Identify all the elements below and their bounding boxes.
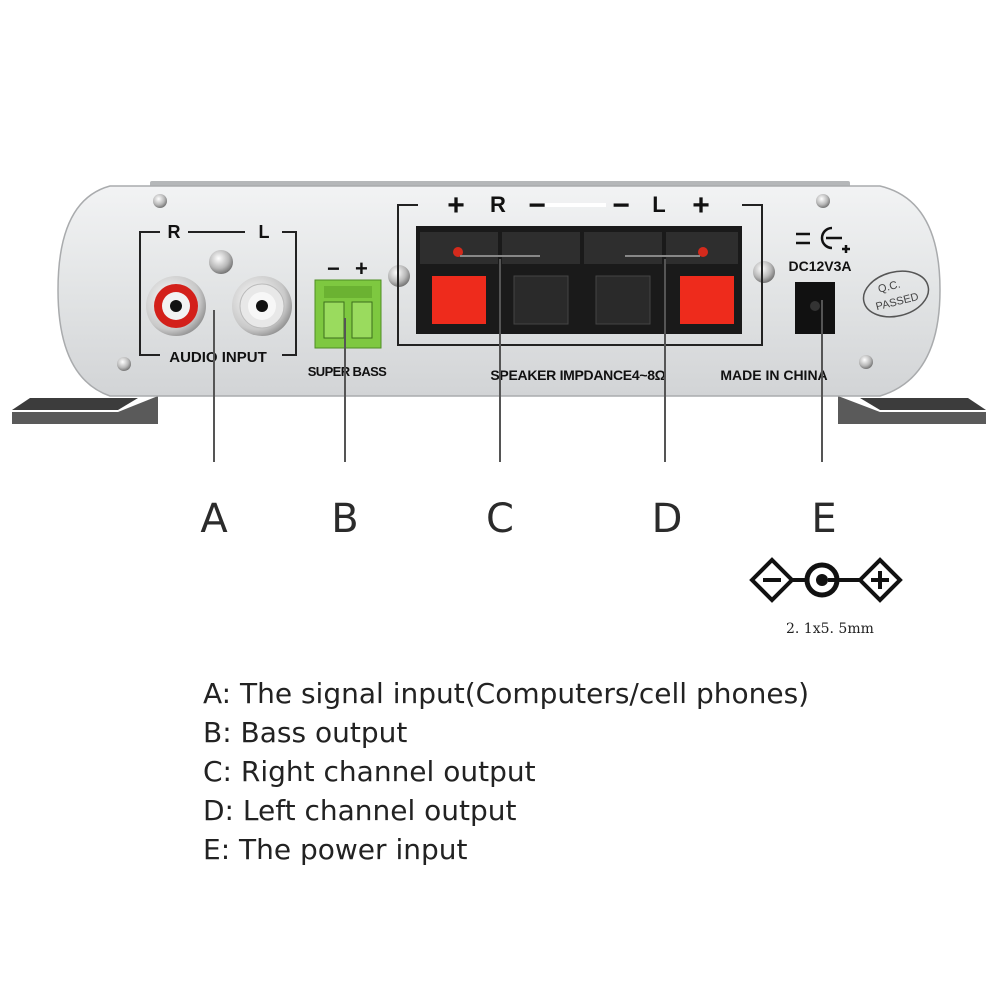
speaker-bracket: [397, 204, 763, 346]
callout-e: E: [811, 496, 837, 542]
speaker-terminal-block: [416, 226, 742, 334]
legend: A: The signal input(Computers/cell phone…: [203, 674, 809, 869]
legend-item-b: B: Bass output: [203, 716, 408, 749]
left-mounting-foot: [12, 396, 158, 424]
audio-input-bracket: [139, 231, 297, 356]
plug-size-label: 2. 1x5. 5mm: [786, 621, 874, 637]
audio-input-label: AUDIO INPUT: [169, 349, 267, 366]
left-l-label: L: [652, 192, 665, 217]
left-minus-label: −: [612, 189, 630, 222]
legend-item-e: E: The power input: [203, 833, 468, 866]
bass-plus-label: +: [355, 256, 368, 281]
rca-jack-right-red: [146, 276, 206, 336]
legend-item-a: A: The signal input(Computers/cell phone…: [203, 677, 810, 710]
panel-dc-polarity-symbol: [796, 226, 850, 253]
rca-jack-left-white: [232, 276, 292, 336]
right-plus-label: +: [447, 189, 465, 222]
callout-c: C: [486, 496, 514, 542]
super-bass-label: SUPER BASS: [308, 364, 387, 379]
left-plus-label: +: [692, 189, 710, 222]
dc-rating-label: DC12V3A: [788, 258, 851, 274]
rca-r-label: R: [168, 222, 181, 242]
callout-a: A: [200, 496, 228, 542]
callout-b: B: [331, 496, 359, 542]
right-minus-label: −: [528, 189, 546, 222]
bass-minus-label: −: [327, 256, 340, 281]
super-bass-terminal: [314, 279, 382, 349]
legend-item-d: D: Left channel output: [203, 794, 517, 827]
rca-l-label: L: [259, 222, 270, 242]
callout-leaders: [213, 259, 823, 462]
qc-line1: Q.C.: [877, 279, 902, 296]
made-in-label: MADE IN CHINA: [720, 367, 827, 383]
callout-d: D: [651, 496, 683, 542]
legend-item-c: C: Right channel output: [203, 755, 536, 788]
right-r-label: R: [490, 192, 506, 217]
dc-polarity-symbol: [749, 557, 903, 603]
right-mounting-foot: [838, 396, 986, 424]
dc-power-jack: [795, 282, 835, 334]
speaker-impedance-label: SPEAKER IMPDANCE4~8Ω: [490, 367, 665, 383]
